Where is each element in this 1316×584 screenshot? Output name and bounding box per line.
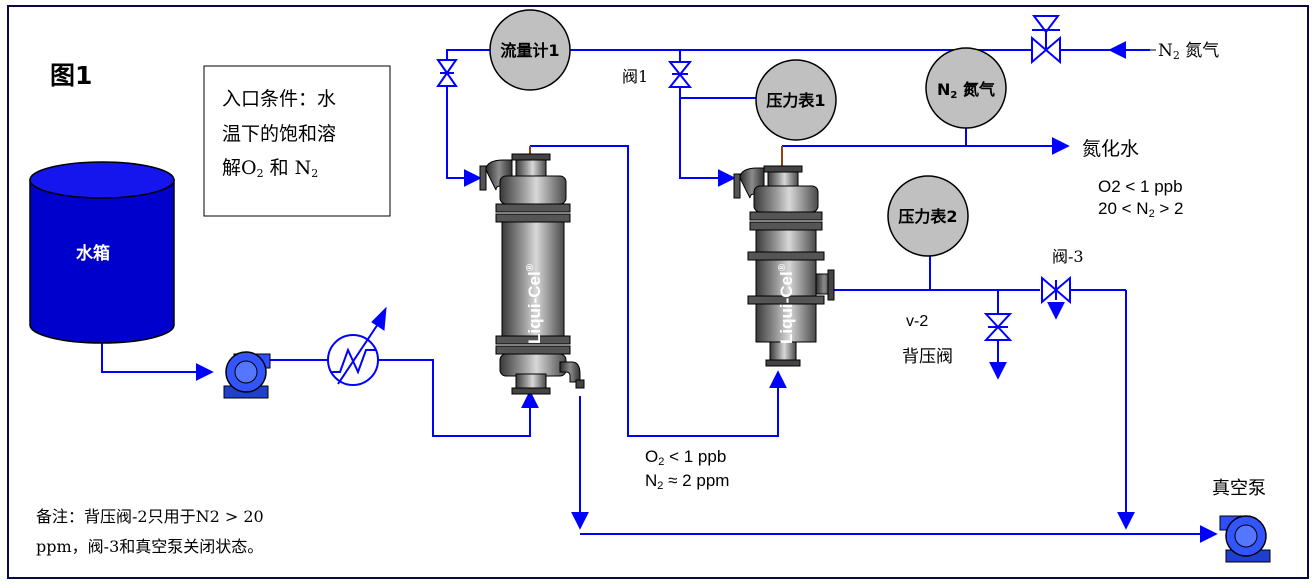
vacuum-pump-label: 真空泵 bbox=[1212, 478, 1266, 499]
inlet-note-line1: 入口条件：水 bbox=[222, 88, 336, 110]
pipe-network bbox=[101, 41, 1218, 543]
gauge1-label: 压力表1 bbox=[766, 91, 825, 110]
n2-gauge: N2 氮气 bbox=[925, 47, 1007, 129]
valve-left-header bbox=[436, 59, 458, 87]
pipe-module1-to-module2 bbox=[530, 145, 787, 437]
membrane-module-1: Liqui-Cel® bbox=[479, 153, 585, 395]
output-spec1: O2 < 1 ppb bbox=[1098, 177, 1183, 196]
n2-regulator-valve bbox=[1031, 15, 1061, 65]
membrane-module-2: Liqui-Cel® bbox=[733, 165, 835, 367]
heat-exchanger bbox=[327, 306, 387, 386]
valve-3 bbox=[1041, 275, 1071, 305]
valve-1 bbox=[667, 61, 693, 88]
footnote-line1: 备注：背压阀-2只用于N2 > 20 bbox=[36, 507, 264, 526]
module2-brand: Liqui-Cel® bbox=[777, 263, 796, 344]
pressure-gauge-1: 压力表1 bbox=[755, 59, 837, 141]
frame-border bbox=[7, 5, 1309, 579]
n2-gauge-label: N2 氮气 bbox=[937, 80, 995, 101]
gauge2-label: 压力表2 bbox=[898, 207, 957, 226]
footnote-line2: ppm，阀-3和真空泵关闭状态。 bbox=[36, 537, 263, 556]
valve1-label: 阀1 bbox=[622, 67, 648, 86]
bpv-label: 背压阀 bbox=[902, 347, 953, 367]
pipe-to-module1-side bbox=[446, 86, 482, 187]
valve3-label: 阀-3 bbox=[1052, 247, 1084, 266]
output-label: 氮化水 bbox=[1082, 138, 1139, 160]
water-tank: 水箱 bbox=[29, 161, 175, 344]
inlet-note-line2: 温下的饱和溶 bbox=[222, 123, 336, 145]
back-pressure-valve bbox=[983, 313, 1013, 341]
pipe-tank-to-pump bbox=[101, 340, 214, 381]
bpv-tag: v-2 bbox=[906, 313, 928, 330]
pressure-gauge-2: 压力表2 bbox=[887, 175, 969, 257]
flowmeter-1: 流量计1 bbox=[489, 9, 571, 91]
feed-pump bbox=[223, 351, 271, 399]
pipe-to-module2-side bbox=[679, 87, 736, 187]
tank-label: 水箱 bbox=[76, 243, 110, 264]
vacuum-pump bbox=[1219, 515, 1271, 563]
flowmeter-label: 流量计1 bbox=[500, 41, 559, 60]
inlet-condition-note: 入口条件：水 温下的饱和溶 解O2 和 N2 bbox=[203, 65, 391, 217]
mid-spec-line2: N2 ≈ 2 ppm bbox=[645, 471, 729, 492]
module1-brand: Liqui-Cel® bbox=[525, 263, 544, 344]
figure-label: 图1 bbox=[50, 61, 92, 90]
inlet-note-line3: 解O2 和 N2 bbox=[222, 157, 318, 180]
mid-spec-line1: O2 < 1 ppb bbox=[645, 447, 726, 468]
output-spec2: 20 < N2 > 2 bbox=[1098, 199, 1184, 220]
pipe-to-module1-inlet bbox=[378, 359, 539, 437]
pipe-header-left bbox=[446, 49, 490, 60]
n2-supply-label: N2 氮气 bbox=[1158, 41, 1219, 62]
